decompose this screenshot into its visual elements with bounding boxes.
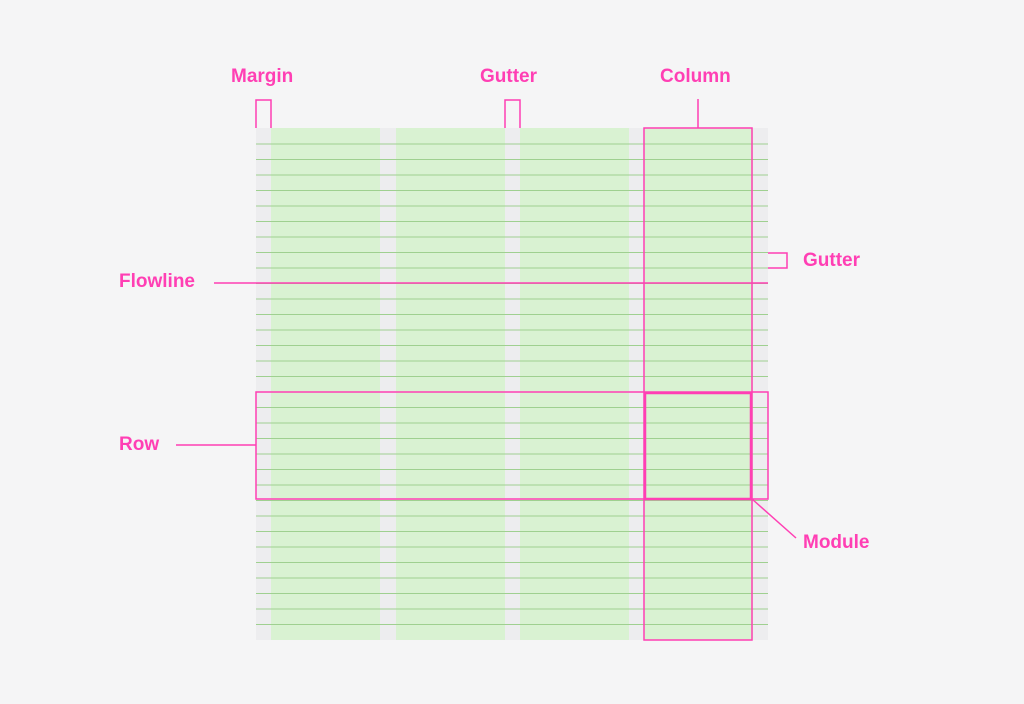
margin-label: Margin bbox=[231, 66, 294, 87]
grid-column-3 bbox=[520, 128, 629, 640]
gutter-top-bracket bbox=[504, 99, 521, 128]
module-highlight bbox=[643, 391, 753, 501]
grid-column-4 bbox=[644, 128, 753, 640]
gutter-top-label: Gutter bbox=[480, 66, 537, 87]
annotations bbox=[176, 99, 797, 641]
margin-bracket bbox=[255, 99, 272, 128]
module-leader bbox=[751, 498, 797, 539]
column-label: Column bbox=[660, 66, 731, 87]
row-label: Row bbox=[119, 434, 160, 455]
columns bbox=[271, 128, 753, 640]
gutter-right-label: Gutter bbox=[803, 250, 860, 271]
grid-column-1 bbox=[271, 128, 380, 640]
flowline-label: Flowline bbox=[119, 271, 195, 292]
module-label: Module bbox=[803, 532, 870, 553]
gutter-right-bracket bbox=[768, 252, 788, 269]
grid-column-2 bbox=[396, 128, 505, 640]
